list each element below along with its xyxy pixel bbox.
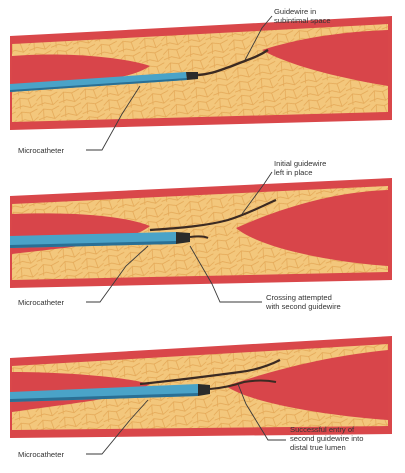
- label-initial-guidewire: Initial guidewire left in place: [274, 159, 328, 177]
- label-microcatheter: Microcatheter: [18, 450, 64, 459]
- label-crossing-attempted: Crossing attempted with second guidewire: [265, 293, 341, 311]
- panel-2: Initial guidewire left in place Microcat…: [10, 159, 392, 311]
- label-microcatheter: Microcatheter: [18, 146, 64, 155]
- panel-3: Microcatheter Successful entry of second…: [10, 336, 392, 459]
- microcatheter-tip: [198, 384, 210, 396]
- microcatheter-tip: [176, 232, 190, 244]
- vessel-2: [10, 178, 392, 288]
- label-guidewire-subintimal: Guidewire in subintimal space: [274, 7, 331, 25]
- label-microcatheter: Microcatheter: [18, 298, 64, 307]
- microcatheter-tip: [186, 72, 198, 80]
- panel-1: Guidewire in subintimal space Microcathe…: [10, 7, 392, 155]
- label-successful-entry: Successful entry of second guidewire int…: [290, 425, 366, 452]
- vessel-1: [10, 16, 392, 130]
